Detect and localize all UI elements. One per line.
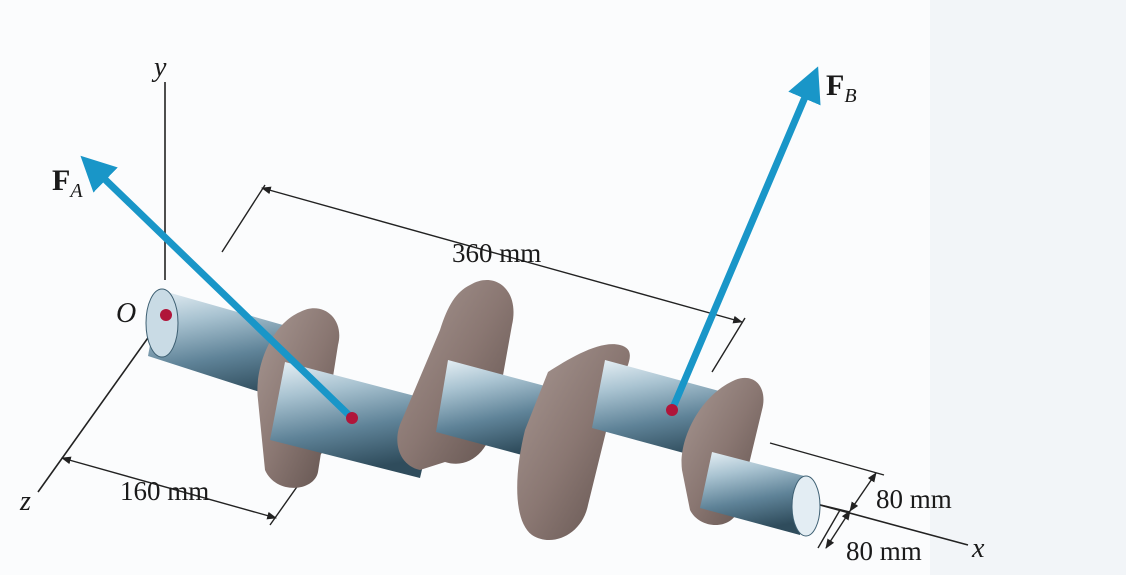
dim-line-80-lower	[825, 510, 851, 549]
ext-line-360-right	[711, 317, 746, 373]
shaft-end-face	[145, 288, 179, 358]
dim-line-160	[61, 456, 277, 520]
force-arrows	[80, 66, 821, 422]
z-axis-label: z	[19, 486, 31, 517]
output-shaft	[700, 452, 812, 535]
force-a-label: FA	[52, 164, 83, 202]
output-shaft-end-face	[791, 475, 821, 537]
labels: y z x O FA FB 360 mm 160 mm 80 mm 80 mm	[19, 52, 985, 566]
force-b-arrow	[668, 66, 821, 414]
ext-line-80-top	[769, 442, 885, 476]
dim-line-80-upper	[849, 472, 877, 512]
force-b-label: FB	[826, 69, 857, 107]
z-axis-line	[37, 334, 151, 493]
force-a-arrow	[80, 155, 356, 422]
points	[160, 309, 678, 424]
origin-label: O	[116, 298, 136, 329]
dimension-lines	[61, 184, 885, 549]
origin-point	[160, 309, 172, 321]
ext-line-360-left	[221, 184, 266, 253]
dim-label-160: 160 mm	[120, 476, 209, 506]
y-axis-label: y	[151, 52, 167, 83]
x-axis-label: x	[971, 533, 985, 564]
dim-label-80-lower: 80 mm	[846, 536, 922, 566]
background-right-tint	[930, 0, 1126, 575]
point-b	[666, 404, 678, 416]
dim-line-360	[261, 186, 743, 324]
dim-label-360: 360 mm	[452, 238, 541, 268]
dim-label-80-upper: 80 mm	[876, 484, 952, 514]
point-a	[346, 412, 358, 424]
